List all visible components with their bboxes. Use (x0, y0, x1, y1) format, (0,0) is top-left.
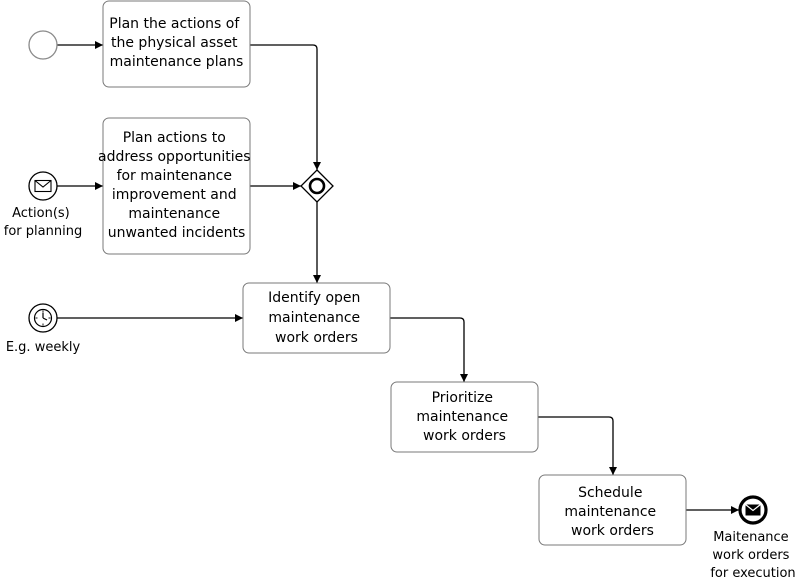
task-label-line: the physical asset (111, 35, 238, 51)
task-plan-actions[interactable]: Plan the actions of the physical asset m… (102, 0, 251, 88)
circle-icon (28, 30, 58, 60)
task-label-line: maintenance plans (110, 54, 244, 70)
flow-prioritize-to-schedule (538, 416, 617, 475)
task-label-line: maintenance (268, 310, 360, 326)
task-label-line: Prioritize (432, 390, 493, 406)
end-event-message[interactable] (738, 495, 768, 525)
task-schedule-work-orders[interactable]: Schedule maintenance work orders (538, 474, 687, 546)
flow-plan-actions-to-gateway (250, 44, 321, 170)
envelope-filled-icon (745, 504, 761, 516)
task-label-line: work orders (423, 428, 506, 444)
task-label-line: maintenance (416, 409, 508, 425)
start-timer-label-line: E.g. weekly (6, 340, 81, 355)
clock-icon (33, 308, 53, 328)
task-plan-opportunities-label: Plan actions to address opportunities fo… (98, 130, 255, 241)
start-event-plain[interactable] (28, 30, 58, 60)
task-label-line: address opportunities (98, 149, 251, 165)
task-label-line: Identify open (268, 290, 360, 306)
start-event-message[interactable] (28, 171, 58, 201)
start-event-message-label: Action(s) for planning (4, 206, 82, 239)
task-label-line: maintenance (564, 504, 656, 520)
start-event-timer[interactable] (28, 303, 58, 333)
start-message-label-line: Action(s) (12, 206, 70, 221)
end-event-message-label: Maitenance work orders for execution (710, 530, 795, 581)
task-plan-opportunities[interactable]: Plan actions to address opportunities fo… (98, 117, 255, 255)
task-label-line: Schedule (578, 485, 642, 501)
inclusive-gateway[interactable] (300, 169, 334, 203)
task-label-line: improvement and (112, 187, 237, 203)
task-schedule-label: Schedule maintenance work orders (564, 485, 660, 539)
end-message-label-line: Maitenance (713, 530, 788, 545)
task-label-line: Plan the actions of (109, 16, 240, 32)
end-message-label-line: work orders (712, 548, 789, 563)
start-message-label-line: for planning (4, 224, 82, 239)
task-label-line: work orders (571, 523, 654, 539)
start-event-timer-label: E.g. weekly (6, 340, 81, 355)
task-label-line: maintenance (128, 206, 220, 222)
task-identify-label: Identify open maintenance work orders (268, 290, 365, 346)
envelope-icon (34, 179, 52, 193)
task-identify-open-work-orders[interactable]: Identify open maintenance work orders (242, 282, 391, 354)
inclusive-gateway-icon (300, 169, 334, 203)
end-message-label-line: for execution (710, 566, 795, 581)
task-prioritize-label: Prioritize maintenance work orders (416, 390, 512, 444)
task-label-line: unwanted incidents (108, 225, 246, 241)
flow-identify-to-prioritize (390, 317, 468, 382)
task-plan-actions-label: Plan the actions of the physical asset m… (109, 16, 243, 70)
task-prioritize-work-orders[interactable]: Prioritize maintenance work orders (390, 381, 539, 453)
task-label-line: for maintenance (117, 168, 232, 184)
task-label-line: work orders (275, 330, 358, 346)
task-label-line: Plan actions to (123, 130, 226, 146)
